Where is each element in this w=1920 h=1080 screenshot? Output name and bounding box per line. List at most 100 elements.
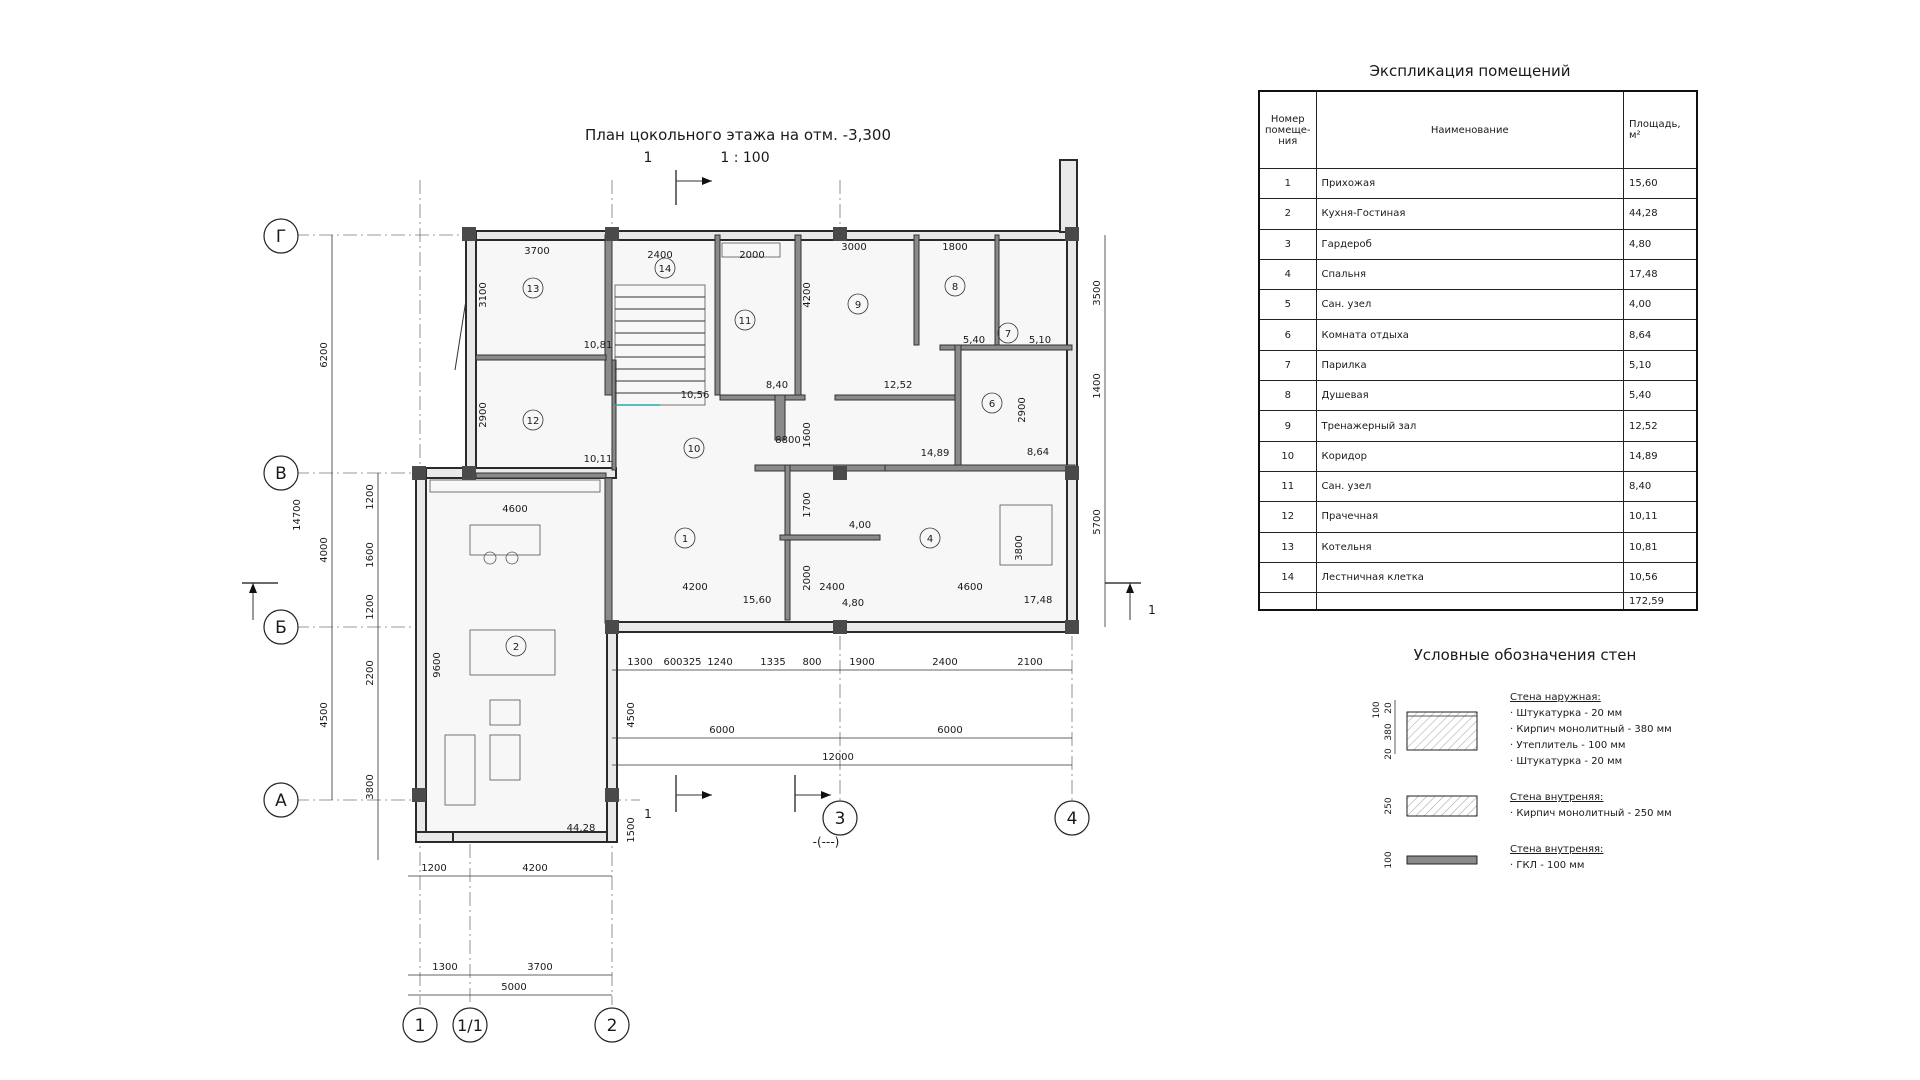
svg-text:100: 100 bbox=[1384, 851, 1394, 868]
row-area: 4,80 bbox=[1623, 228, 1698, 260]
svg-text:325: 325 bbox=[682, 657, 701, 668]
section-arrow-bottom: 1 bbox=[644, 775, 831, 821]
row-area: 5,40 bbox=[1623, 380, 1698, 412]
svg-text:2900: 2900 bbox=[478, 402, 489, 427]
floor-plan-drawing: План цокольного этажа на отм. -3,300 1 1… bbox=[242, 126, 1156, 1043]
table-total-row: 172,59 bbox=[1258, 592, 1698, 611]
room-area: 12,52 bbox=[884, 380, 913, 391]
row-area: 14,89 bbox=[1623, 440, 1698, 472]
row-area: 44,28 bbox=[1623, 198, 1698, 230]
row-name: Сан. узел bbox=[1315, 289, 1625, 321]
row-name: Спальня bbox=[1315, 258, 1625, 291]
col-header-number: Номер помеще-ния bbox=[1258, 90, 1317, 169]
legend-item-line: · Утеплитель - 100 мм bbox=[1510, 740, 1626, 751]
legend-item-line: · ГКЛ - 100 мм bbox=[1510, 860, 1585, 871]
svg-text:Г: Г bbox=[276, 227, 286, 247]
axis-bubble-v: В bbox=[263, 455, 299, 491]
axis-bubble-4: 4 bbox=[1054, 800, 1090, 836]
legend-item-line: · Штукатурка - 20 мм bbox=[1510, 708, 1623, 719]
legend-item-heading: Стена внутреняя: bbox=[1510, 844, 1604, 855]
row-area: 5,10 bbox=[1623, 349, 1698, 382]
svg-text:2100: 2100 bbox=[1017, 657, 1042, 668]
legend-swatch-interior-brick: 250 bbox=[1384, 795, 1478, 817]
room-area: 5,10 bbox=[1029, 335, 1051, 346]
svg-text:4500: 4500 bbox=[319, 702, 330, 727]
svg-text:9600: 9600 bbox=[432, 652, 443, 677]
row-name: Коридор bbox=[1315, 440, 1625, 472]
row-area: 17,48 bbox=[1623, 258, 1698, 291]
svg-text:1: 1 bbox=[644, 807, 652, 821]
room-area: 15,60 bbox=[743, 595, 772, 606]
legend-swatch-exterior: 100 20 380 20 bbox=[1372, 700, 1478, 760]
bullet-icon: · bbox=[1510, 740, 1517, 751]
row-area: 8,64 bbox=[1623, 319, 1698, 351]
room-number: 1 bbox=[682, 534, 688, 545]
row-name: Кухня-Гостиная bbox=[1315, 198, 1625, 230]
svg-text:4200: 4200 bbox=[522, 863, 547, 874]
row-number: 1 bbox=[1258, 167, 1317, 200]
svg-text:1200: 1200 bbox=[365, 594, 376, 619]
svg-text:1335: 1335 bbox=[760, 657, 785, 668]
svg-text:1300: 1300 bbox=[432, 962, 457, 973]
row-number: 3 bbox=[1258, 228, 1317, 260]
room-area: 10,56 bbox=[681, 390, 710, 401]
room-number: 7 bbox=[1005, 329, 1011, 340]
row-name: Прачечная bbox=[1315, 501, 1625, 533]
row-area: 8,40 bbox=[1623, 470, 1698, 503]
section-arrow-left bbox=[242, 582, 278, 620]
svg-text:А: А bbox=[275, 791, 287, 811]
row-name: Тренажерный зал bbox=[1315, 410, 1625, 442]
room-area: 4,00 bbox=[849, 520, 871, 531]
row-name: Комната отдыха bbox=[1315, 319, 1625, 351]
svg-text:800: 800 bbox=[802, 657, 821, 668]
svg-text:4600: 4600 bbox=[957, 582, 982, 593]
room-number: 12 bbox=[527, 416, 540, 427]
table-header-row: Номер помеще-ния Наименование Площадь, м… bbox=[1258, 90, 1698, 169]
row-number: 12 bbox=[1258, 501, 1317, 533]
svg-text:1600: 1600 bbox=[802, 422, 813, 447]
axis-bubble-2: 2 bbox=[594, 1007, 630, 1043]
svg-text:1900: 1900 bbox=[849, 657, 874, 668]
svg-text:250: 250 bbox=[1384, 797, 1394, 814]
room-number: 2 bbox=[513, 642, 519, 653]
svg-text:3800: 3800 bbox=[365, 774, 376, 799]
explication-title: Экспликация помещений bbox=[1369, 62, 1571, 80]
row-area: 10,56 bbox=[1623, 561, 1698, 594]
row-area: 12,52 bbox=[1623, 410, 1698, 442]
svg-text:3000: 3000 bbox=[841, 242, 866, 253]
svg-text:2400: 2400 bbox=[932, 657, 957, 668]
svg-text:2000: 2000 bbox=[802, 565, 813, 590]
room-area: 4,80 bbox=[842, 598, 864, 609]
svg-text:4000: 4000 bbox=[319, 537, 330, 562]
legend-item: Стена внутреняя:· Кирпич монолитный - 25… bbox=[1510, 790, 1672, 822]
plan-scale: 1 : 100 bbox=[720, 150, 769, 166]
legend-item: Стена наружная:· Штукатурка - 20 мм· Кир… bbox=[1510, 690, 1672, 770]
room-labels: 1 15,60 2 44,28 4 17,48 6 8,64 7 5,10 8 … bbox=[505, 257, 1052, 834]
svg-text:4500: 4500 bbox=[626, 702, 637, 727]
svg-text:1300: 1300 bbox=[627, 657, 652, 668]
svg-text:1/1: 1/1 bbox=[457, 1016, 483, 1035]
svg-text:6000: 6000 bbox=[709, 725, 734, 736]
bullet-icon: · bbox=[1510, 708, 1517, 719]
plan-title: План цокольного этажа на отм. -3,300 bbox=[585, 126, 891, 144]
section-arrow-top bbox=[675, 170, 712, 205]
row-name: Лестничная клетка bbox=[1315, 561, 1625, 594]
svg-text:1: 1 bbox=[415, 1016, 426, 1036]
svg-text:1600: 1600 bbox=[365, 542, 376, 567]
axis-bubble-b: Б bbox=[263, 609, 299, 645]
axis-bubble-g: Г bbox=[263, 218, 299, 254]
row-name: Парилка bbox=[1315, 349, 1625, 382]
room-number: 14 bbox=[659, 264, 672, 275]
row-number: 14 bbox=[1258, 561, 1317, 594]
bullet-icon: · bbox=[1510, 724, 1517, 735]
bullet-icon: · bbox=[1510, 756, 1517, 767]
room-area: 14,89 bbox=[921, 448, 950, 459]
dimensions: 3700 2400 2000 3000 1800 3100 2900 4600 … bbox=[292, 235, 1106, 996]
